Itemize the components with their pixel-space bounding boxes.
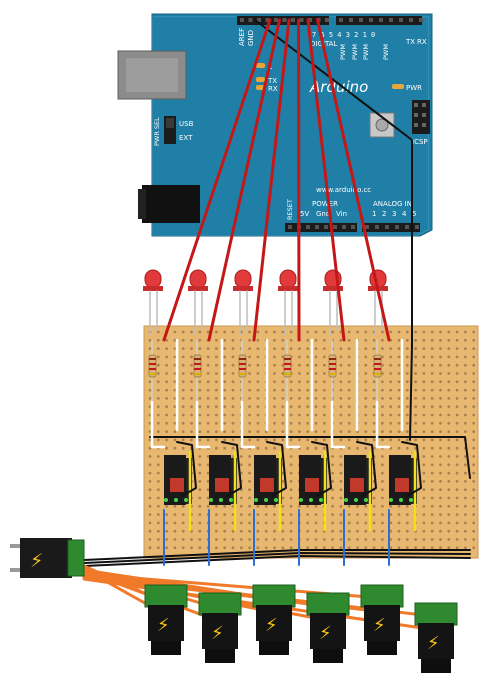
channel-6 [368,269,422,566]
power-pin-gnd: Gnd [316,210,330,218]
pwm-label-4: PWM [382,44,390,60]
pwm-label-1: PWM [339,44,347,60]
pwr-sel-label: PWR SEL [153,117,161,146]
usb-label: USB [179,120,194,128]
led-2 [189,269,207,289]
aref-label: AREF [238,28,246,46]
rx-led-label: RX [268,85,278,93]
output-jack-symbol-6: ⚡ [427,633,440,654]
signal-wire-1 [162,18,272,342]
signal-wire-4 [297,18,301,342]
analog-pin-4: 4 [402,210,407,218]
power-header [285,223,357,232]
resistor-6 [373,354,382,378]
tx-led-label: TX [267,77,277,85]
signal-wire-2 [207,18,281,342]
jumper-5 [330,400,346,449]
pwr-led [392,84,404,89]
led-3 [234,269,252,289]
barrel-jack [142,185,200,223]
power-input-jack: ⚡ [10,538,85,578]
analog-pin-1: 1 [372,210,376,218]
output-jack-symbol-2: ⚡ [211,623,224,644]
arduino-board: AREF GND 7 6 5 4 3 2 1 0 DIGITAL TX RX P… [117,13,433,237]
ext-label: EXT [179,134,193,142]
channel-1 [143,269,197,566]
power-pin-vin: Vin [336,210,347,218]
analog-label: ANALOG IN [373,200,412,208]
power-input-symbol: ⚡ [30,550,43,572]
pwm-label-3: PWM [362,44,370,60]
output-jack-symbol-4: ⚡ [319,623,332,644]
analog-pin-3: 3 [392,210,396,218]
reset-label: RESET [286,199,294,220]
analog-header [362,223,420,232]
jumper-6 [375,400,391,449]
output-jack-2: ⚡ [198,592,242,663]
output-jack-symbol-1: ⚡ [157,615,170,636]
output-jack-4: ⚡ [306,592,350,663]
tx-pin-label: TX [405,38,415,46]
jumper-3 [240,400,256,449]
signal-wire-6 [316,18,391,342]
output-jack-5: ⚡ [360,584,404,655]
jumper-1 [150,400,166,449]
signal-wire-3 [252,18,291,342]
arduino-logo: Arduino [309,78,368,96]
power-label: POWER [312,200,338,208]
channel-3 [233,269,287,566]
pwr-label: PWR [406,84,422,92]
channel-4 [278,269,332,566]
analog-pin-5: 5 [412,210,416,218]
analog-pin-2: 2 [382,210,386,218]
output-jack-6: ⚡ [414,602,458,673]
led-1 [144,269,162,289]
resistor-5 [328,354,337,378]
tx-led [256,77,265,82]
resistor-1 [148,354,157,378]
resistor-2 [193,354,202,378]
signal-wire-5 [306,18,346,342]
led-4 [279,269,297,289]
resistor-3 [238,354,247,378]
icsp-label: ICSP [412,138,428,146]
output-jack-1: ⚡ [144,584,188,655]
power-pin-5v: 5V [300,210,309,218]
channel-5 [323,269,377,566]
output-jack-3: ⚡ [252,584,296,655]
gnd-wire [254,19,413,441]
digital-pin-numbers: 7 6 5 4 3 2 1 0 [312,31,375,39]
output-jack-symbol-3: ⚡ [265,615,278,636]
channel-2 [188,269,242,566]
jumper-2 [195,400,211,449]
gnd-label: GND [247,30,255,46]
rx-led [256,85,265,90]
ground-bus [149,436,471,479]
output-jack-symbol-5: ⚡ [373,615,386,636]
jumper-4 [285,400,301,449]
l-led [256,63,265,68]
website-label: www.arduino.cc [316,186,371,194]
resistor-4 [283,354,292,378]
pwm-label-2: PWM [351,44,359,60]
rx-pin-label: RX [417,38,427,46]
